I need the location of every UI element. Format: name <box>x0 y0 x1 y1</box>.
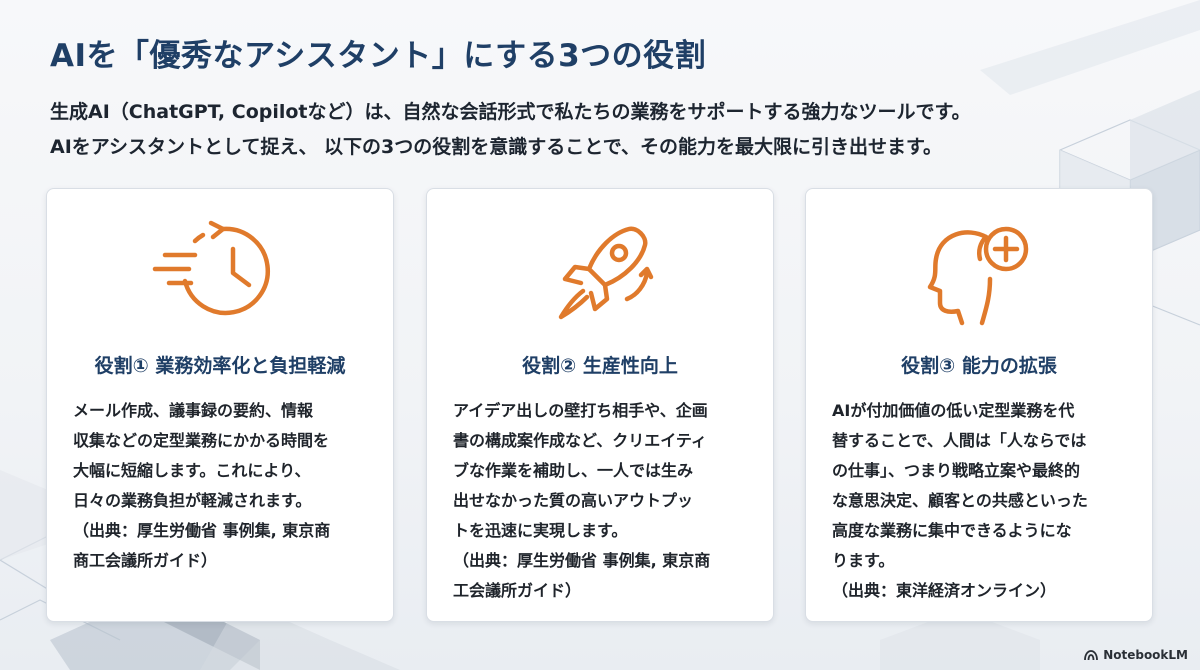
card-body: アイデア出しの壁打ち相手や、企画 書の構成案作成など、クリエイティ ブな作業を補… <box>453 396 753 546</box>
role-cards: 役割① 業務効率化と負担軽減 メール作成、議事録の要約、情報 収集などの定型業務… <box>46 188 1156 624</box>
card-source: （出典：東洋経済オンライン） <box>832 576 1132 606</box>
card-body-line: 大幅に短縮します。これにより、 <box>73 461 311 480</box>
card-title: 役割① 業務効率化と負担軽減 <box>94 355 346 377</box>
card-title: 役割③ 能力の拡張 <box>901 355 1057 377</box>
card-body-line: AIが付加価値の低い定型業務を代 <box>832 401 1075 420</box>
card-body-line: 高度な業務に集中できるようにな <box>832 521 1072 540</box>
card-body: AIが付加価値の低い定型業務を代 替することで、人間は「人ならでは の仕事」、つ… <box>832 396 1132 576</box>
head-plus-icon <box>927 226 1029 326</box>
card-title: 役割② 生産性向上 <box>522 355 678 377</box>
card-body-line: 書の構成案作成など、クリエイティ <box>453 431 707 450</box>
rocket-icon <box>558 226 654 320</box>
card-source-line: 商工会議所ガイド） <box>73 551 218 570</box>
card-source: （出典：厚生労働省 事例集, 東京商 商工会議所ガイド） <box>73 516 373 576</box>
intro-line: 生成AI（ChatGPT, Copilotなど）は、自然な会話形式で私たちの業務… <box>50 101 971 123</box>
card-body-line: アイデア出しの壁打ち相手や、企画 <box>453 401 708 420</box>
card-body-line: ります。 <box>832 551 895 570</box>
card-body-line: トを迅速に実現します。 <box>453 521 628 540</box>
card-body-line: ブな作業を補助し、一人では生み <box>453 461 694 480</box>
card-body-line: の仕事」、つまり戦略立案や最終的 <box>832 461 1081 480</box>
card-source-line: （出典：東洋経済オンライン） <box>832 581 1057 600</box>
intro-line: AIをアシスタントとして捉え、 以下の3つの役割を意識することで、その能力を最大… <box>50 136 943 158</box>
brand-label: NotebookLM <box>1103 648 1188 662</box>
card-body-line: 日々の業務負担が軽減されます。 <box>73 491 312 510</box>
card-body-line: な意思決定、顧客との共感といった <box>832 491 1088 510</box>
card-body-line: メール作成、議事録の要約、情報 <box>73 401 314 420</box>
notebooklm-logo-icon <box>1084 650 1099 661</box>
intro-text: 生成AI（ChatGPT, Copilotなど）は、自然な会話形式で私たちの業務… <box>50 95 1150 165</box>
card-body-line: 替することで、人間は「人ならでは <box>832 431 1087 450</box>
role-card-efficiency: 役割① 業務効率化と負担軽減 メール作成、議事録の要約、情報 収集などの定型業務… <box>46 188 394 622</box>
clock-speed-icon <box>152 220 271 316</box>
card-source-line: （出典：厚生労働省 事例集, 東京商 <box>73 521 331 540</box>
card-body: メール作成、議事録の要約、情報 収集などの定型業務にかかる時間を 大幅に短縮しま… <box>73 396 373 516</box>
card-body-line: 出せなかった質の高いアウトプッ <box>453 491 694 510</box>
card-source-line: 工会議所ガイド） <box>453 581 582 600</box>
role-card-productivity: 役割② 生産性向上 アイデア出しの壁打ち相手や、企画 書の構成案作成など、クリエ… <box>426 188 774 622</box>
brand-badge: NotebookLM <box>1084 648 1188 662</box>
card-source: （出典：厚生労働省 事例集, 東京商 工会議所ガイド） <box>453 546 753 606</box>
role-card-augmentation: 役割③ 能力の拡張 AIが付加価値の低い定型業務を代 替することで、人間は「人な… <box>805 188 1153 622</box>
page-title: AIを「優秀なアシスタント」にする3つの役割 <box>50 38 707 74</box>
card-source-line: （出典：厚生労働省 事例集, 東京商 <box>453 551 711 570</box>
card-body-line: 収集などの定型業務にかかる時間を <box>73 431 330 450</box>
